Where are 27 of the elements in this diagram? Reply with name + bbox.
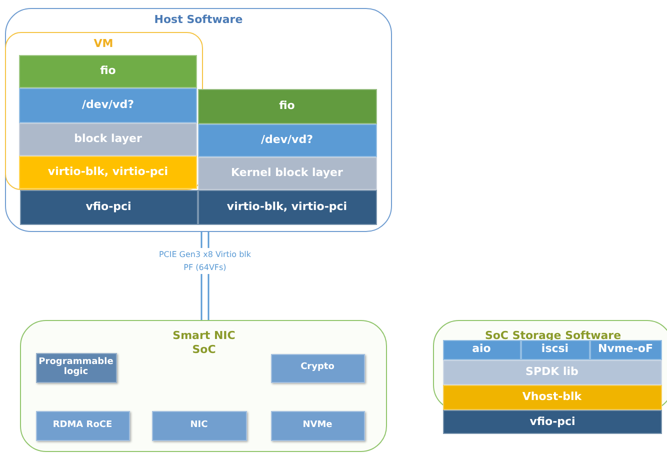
stack-layer-bar: Kernel block layer bbox=[198, 156, 376, 190]
soc-box bbox=[433, 320, 667, 411]
container-title: VM bbox=[92, 36, 114, 50]
module-box: RDMA RoCE bbox=[36, 410, 130, 440]
stack-layer-bar: /dev/vd? bbox=[198, 124, 376, 156]
stack-layer-bar: block layer bbox=[19, 123, 197, 156]
stack-layer-bar: virtio-blk, virtio-pci bbox=[19, 156, 197, 189]
container-title: Smart NIC SoC bbox=[172, 329, 236, 356]
host-box bbox=[5, 8, 392, 232]
stack-layer-bar: SPDK lib bbox=[442, 360, 662, 384]
stack-layer-bar: vfio-pci bbox=[20, 190, 198, 224]
stack-layer-bar: iscsi bbox=[520, 340, 590, 360]
stack-layer-bar: vfio-pci bbox=[443, 410, 662, 434]
stack-layer-bar: fio bbox=[198, 88, 376, 124]
module-box: Programmable logic bbox=[36, 352, 116, 382]
stack-layer-bar: virtio-blk, virtio-pci bbox=[198, 190, 376, 224]
container-title: Host Software bbox=[153, 13, 244, 27]
stack-layer-bar: Nvme-oF bbox=[590, 340, 662, 360]
module-box: NVMe bbox=[270, 410, 364, 440]
stack-layer-bar: /dev/vd? bbox=[19, 88, 197, 123]
stack-layer-bar: aio bbox=[442, 340, 520, 360]
module-box: Crypto bbox=[270, 354, 364, 382]
vm-box bbox=[4, 32, 202, 190]
soc-box bbox=[20, 320, 387, 452]
module-box: NIC bbox=[152, 410, 246, 440]
stack-layer-bar: Vhost-blk bbox=[442, 384, 662, 410]
stack-layer-bar: fio bbox=[19, 55, 197, 88]
